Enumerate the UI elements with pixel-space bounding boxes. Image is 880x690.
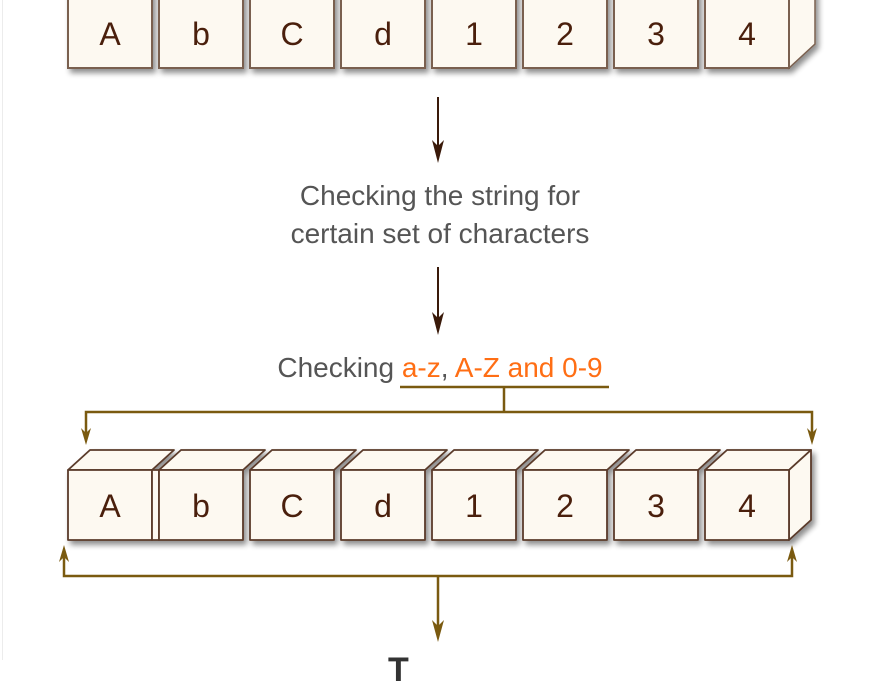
step2-prefix: Checking: [277, 352, 402, 383]
top-cell-6: 3: [647, 16, 665, 52]
bottom-cell-5: 2: [556, 488, 574, 524]
bottom-cell-0: A: [99, 488, 121, 524]
step2-caption: Checking a-z, A-Z and 0-9: [0, 349, 880, 387]
arrow-up-right: [787, 545, 797, 562]
flow-diagram: [59, 0, 817, 642]
bottom-cell-2: C: [280, 488, 304, 524]
top-cell-4: 1: [465, 16, 483, 52]
top-cell-5: 2: [556, 16, 574, 52]
arrow-down-left: [81, 428, 91, 445]
bottom-cell-6: 3: [647, 488, 665, 524]
top-cell-2: C: [280, 16, 304, 52]
bottom-cell-4: 1: [465, 488, 483, 524]
step1-line2: certain set of characters: [290, 218, 590, 249]
arrow-down-result: [432, 620, 444, 642]
top-cell-3: d: [374, 16, 392, 52]
bottom-bracket: [62, 552, 794, 628]
top-bracket: [84, 385, 814, 440]
bottom-cell-3: d: [374, 488, 392, 524]
frame-border: [2, 0, 3, 660]
arrow-down-2: [432, 267, 444, 335]
range-lowercase: a-z: [401, 352, 441, 383]
top-cell-1: b: [192, 16, 210, 52]
arrow-up-left: [59, 545, 69, 562]
top-string-row: [67, 0, 816, 70]
top-cell-0: A: [99, 16, 121, 52]
bottom-cell-7: 4: [738, 488, 756, 524]
result-text-partial: T: [388, 651, 409, 689]
range-separator: ,: [440, 352, 449, 383]
bottom-string-row: [67, 449, 812, 541]
arrow-down-1: [432, 97, 444, 163]
top-cell-7: 4: [738, 16, 756, 52]
range-upper-digits: A-Z and 0-9: [448, 352, 603, 383]
bottom-cell-1: b: [192, 488, 210, 524]
step1-line1: Checking the string for: [299, 180, 581, 211]
arrow-down-right: [807, 428, 817, 445]
